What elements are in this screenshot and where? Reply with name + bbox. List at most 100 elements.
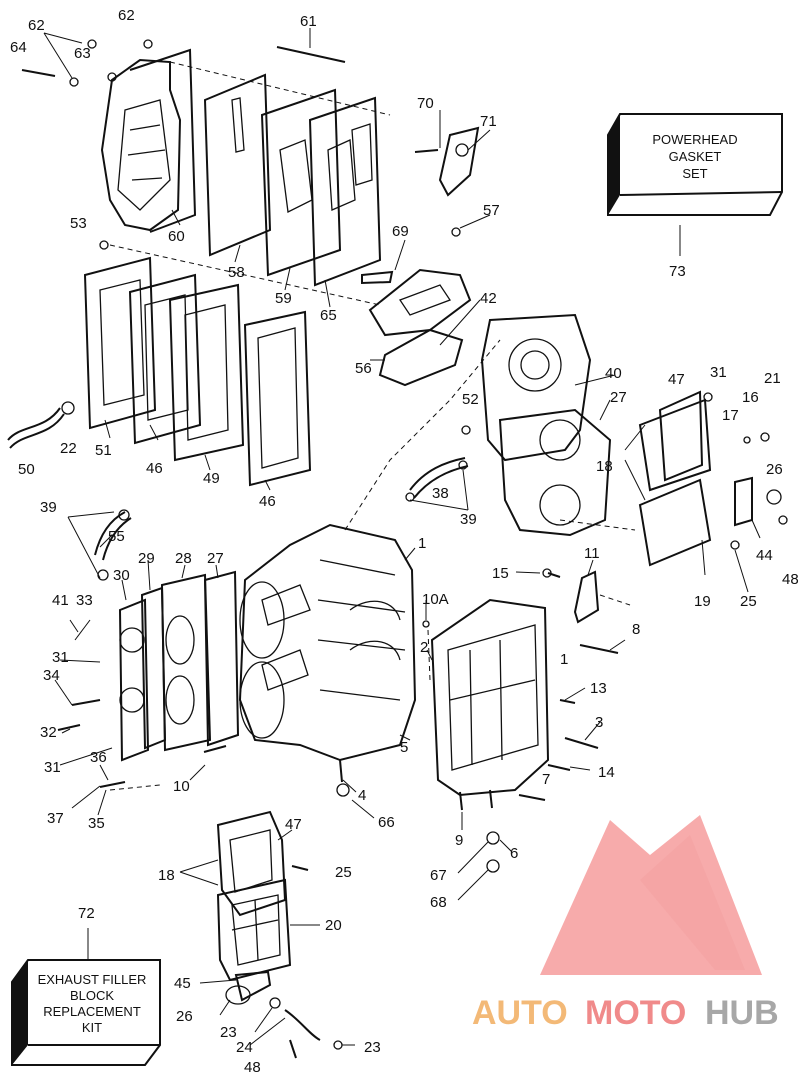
- part-label: 21: [764, 370, 781, 387]
- part-label: 2: [420, 639, 428, 656]
- part-label: 26: [766, 461, 783, 478]
- part-label: 9: [455, 832, 463, 849]
- reed-assembly-upper: [638, 390, 782, 567]
- part-label: 17: [722, 407, 739, 424]
- part-label: 47: [668, 371, 685, 388]
- part-label: 56: [355, 360, 372, 377]
- part-label: 26: [176, 1008, 193, 1025]
- part-label: 63: [74, 45, 91, 62]
- part-label: 31: [52, 649, 69, 666]
- bracket-11: [573, 570, 600, 624]
- part-label: 39: [460, 511, 477, 528]
- alignment-lines: [109, 61, 636, 791]
- gasket-set-line-1: POWERHEAD: [652, 132, 737, 147]
- watermark-text-moto: MOTO: [585, 994, 686, 1032]
- part-label: 53: [70, 215, 87, 232]
- hose-38: [409, 457, 469, 499]
- part-label: 16: [742, 389, 759, 406]
- part-label: 1: [560, 651, 568, 668]
- part-label: 55: [108, 528, 125, 545]
- gasket-set-line-3: SET: [682, 166, 707, 181]
- cylinder-block: [238, 523, 417, 762]
- hose-55: [94, 511, 132, 561]
- part-label: 38: [432, 485, 449, 502]
- part-label: 72: [78, 905, 95, 922]
- intake-plates: [118, 570, 240, 762]
- exhaust-cover: [100, 48, 197, 233]
- part-label: 3: [595, 714, 603, 731]
- part-label: 31: [44, 759, 61, 776]
- exhaust-kit-line-2: BLOCK: [70, 988, 114, 1003]
- part-label: 37: [47, 810, 64, 827]
- watermark-logo: AUTO MOTO HUB: [472, 815, 779, 1032]
- part-label: 33: [76, 592, 93, 609]
- part-label: 71: [480, 113, 497, 130]
- part-label: 23: [220, 1024, 237, 1041]
- part-label: 15: [492, 565, 509, 582]
- bypass-covers: [83, 256, 312, 487]
- part-label: 40: [605, 365, 622, 382]
- part-label: 18: [158, 867, 175, 884]
- part-label: 59: [275, 290, 292, 307]
- exhaust-plates: [203, 73, 382, 287]
- part-label: 18: [596, 458, 613, 475]
- part-label: 13: [590, 680, 607, 697]
- part-label: 48: [244, 1059, 261, 1074]
- exhaust-kit-box: [11, 959, 161, 1066]
- reed-assembly-lower: [216, 810, 292, 982]
- hose-50: [7, 401, 75, 449]
- part-label: 5: [400, 739, 408, 756]
- thermostat-housing: [414, 126, 480, 197]
- part-label: 69: [392, 223, 409, 240]
- part-label: 36: [90, 749, 107, 766]
- part-label: 45: [174, 975, 191, 992]
- part-label: 49: [203, 470, 220, 487]
- part-label: 62: [118, 7, 135, 24]
- part-label: 11: [584, 545, 600, 562]
- part-label: 44: [756, 547, 773, 564]
- part-label: 62: [28, 17, 45, 34]
- part-label: 23: [364, 1039, 381, 1056]
- part-label: 10: [173, 778, 190, 795]
- part-label: 51: [95, 442, 112, 459]
- part-label: 20: [325, 917, 342, 934]
- part-label: 7: [542, 771, 550, 788]
- part-label: 58: [228, 264, 245, 281]
- part-label: 29: [138, 550, 155, 567]
- part-label: 4: [358, 787, 366, 804]
- part-label: 41: [52, 592, 69, 609]
- part-label: 25: [740, 593, 757, 610]
- cylinder-head: [480, 313, 612, 537]
- part-label: 22: [60, 440, 77, 457]
- part-label: 19: [694, 593, 711, 610]
- part-label: 34: [43, 667, 60, 684]
- exhaust-kit-line-3: REPLACEMENT: [43, 1004, 141, 1019]
- part-label: 24: [236, 1039, 253, 1056]
- gasket-set-line-2: GASKET: [669, 149, 722, 164]
- part-label: 14: [598, 764, 615, 781]
- part-label: 27: [610, 389, 627, 406]
- part-label: 10A: [422, 591, 449, 608]
- part-label: 28: [175, 550, 192, 567]
- part-label: 46: [146, 460, 163, 477]
- part-label: 30: [113, 567, 130, 584]
- part-label: 42: [480, 290, 497, 307]
- part-label: 47: [285, 816, 302, 833]
- part-label: 66: [378, 814, 395, 831]
- part-label: 67: [430, 867, 447, 884]
- part-label: 25: [335, 864, 352, 881]
- part-label: 31: [710, 364, 727, 381]
- gasket-set-box: [607, 113, 783, 216]
- part-label: 48: [782, 571, 799, 588]
- part-label: 46: [259, 493, 276, 510]
- part-label: 8: [632, 621, 640, 638]
- exhaust-kit-line-4: KIT: [82, 1020, 102, 1035]
- part-label: 57: [483, 202, 500, 219]
- fasteners: [21, 39, 788, 873]
- leader-lines: [43, 28, 761, 1046]
- part-label: 52: [462, 391, 479, 408]
- watermark-text-hub: HUB: [705, 994, 779, 1032]
- part-label: 6: [510, 845, 518, 862]
